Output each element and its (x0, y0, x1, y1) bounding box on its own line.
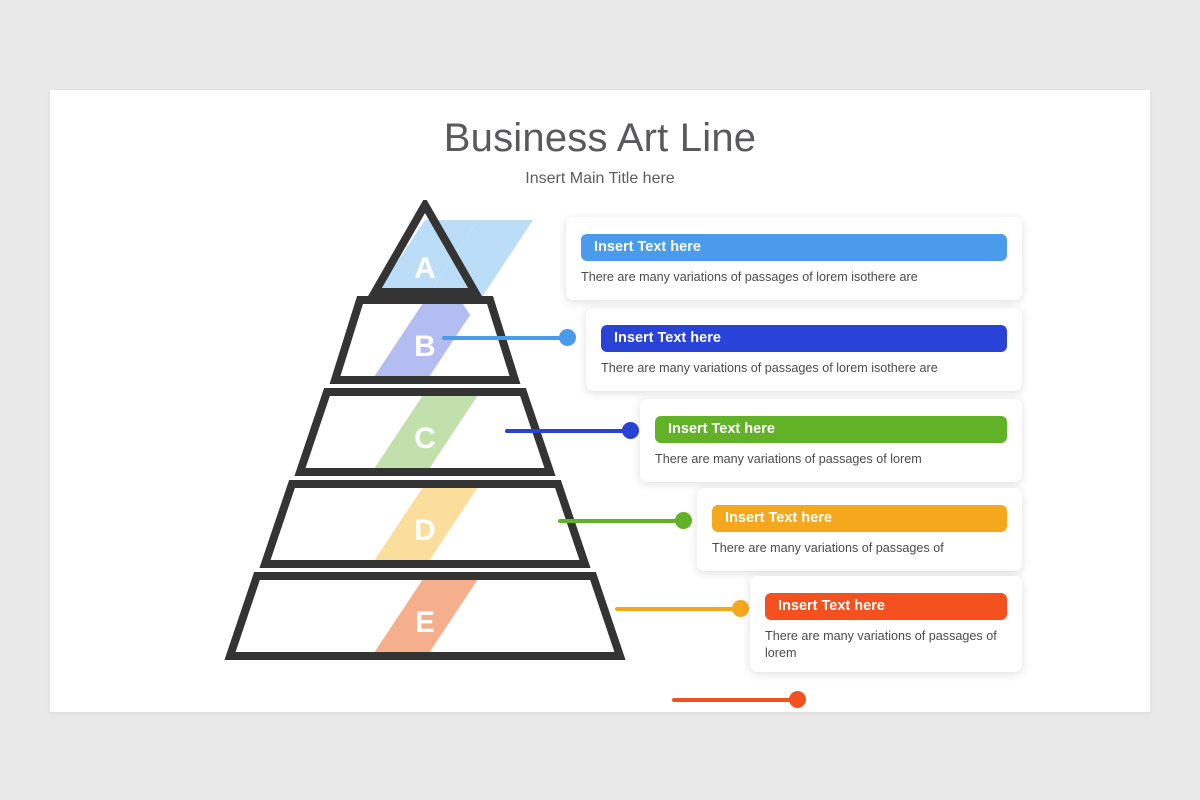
connector-line-d (615, 607, 739, 611)
pyramid-letter-a: A (414, 252, 436, 285)
connector-c (558, 512, 692, 530)
info-card-c-body: There are many variations of passages of… (655, 452, 922, 466)
pyramid-band-d (372, 484, 480, 564)
info-card-a-header[interactable]: Insert Text here (581, 234, 1007, 261)
pyramid-outline-d (259, 480, 591, 568)
pyramid-letter-b: B (414, 330, 436, 363)
info-card-e-body: There are many variations of passages of… (765, 629, 997, 660)
connector-dot-a (559, 329, 576, 346)
connector-line-e (672, 698, 796, 702)
pyramid-letter-d: D (414, 514, 436, 547)
info-card-b-header[interactable]: Insert Text here (601, 325, 1007, 352)
slide-canvas: Business Art Line Insert Main Title here (50, 90, 1150, 712)
pyramid-outline-a (368, 200, 482, 296)
pyramid-level-e: E (224, 572, 626, 660)
connector-line-b (505, 429, 629, 433)
info-card-d-header[interactable]: Insert Text here (712, 505, 1007, 532)
connector-dot-d (732, 600, 749, 617)
pyramid-level-d: D (259, 480, 591, 568)
info-card-a[interactable]: Insert Text here There are many variatio… (566, 217, 1022, 300)
connector-b (505, 422, 639, 440)
info-card-c-header[interactable]: Insert Text here (655, 416, 1007, 443)
info-card-b-body: There are many variations of passages of… (601, 361, 938, 375)
info-card-b[interactable]: Insert Text here There are many variatio… (586, 308, 1022, 391)
connector-a (442, 329, 576, 347)
info-card-e[interactable]: Insert Text here There are many variatio… (750, 576, 1022, 672)
pyramid-band-b (372, 300, 480, 380)
connector-dot-c (675, 512, 692, 529)
info-card-d-body: There are many variations of passages of (712, 541, 944, 555)
info-card-e-header[interactable]: Insert Text here (765, 593, 1007, 620)
connector-e (672, 691, 806, 709)
pyramid-band-e (372, 576, 480, 656)
pyramid-level-c: C (294, 388, 556, 476)
pyramid-level-a: A (368, 200, 533, 300)
pyramid-letter-e: E (415, 606, 435, 639)
info-card-c[interactable]: Insert Text here There are many variatio… (640, 399, 1022, 482)
connector-dot-b (622, 422, 639, 439)
info-card-d[interactable]: Insert Text here There are many variatio… (697, 488, 1022, 571)
pyramid-level-b: B (329, 296, 521, 384)
pyramid-diagram: A B C (95, 200, 755, 680)
pyramid-band-c (372, 392, 480, 472)
page-title: Business Art Line (443, 116, 757, 160)
connector-line-c (558, 519, 682, 523)
pyramid-band-a-overflow (425, 220, 533, 300)
pyramid-outline-b (329, 296, 521, 384)
info-card-a-body: There are many variations of passages of… (581, 270, 918, 284)
page-subtitle: Insert Main Title here (525, 170, 675, 187)
pyramid-outline-c (294, 388, 556, 476)
pyramid-band-a (372, 220, 478, 300)
pyramid-outline-e (224, 572, 626, 660)
connector-dot-e (789, 691, 806, 708)
connector-line-a (442, 336, 566, 340)
pyramid-letter-c: C (414, 422, 436, 455)
connector-d (615, 600, 749, 618)
